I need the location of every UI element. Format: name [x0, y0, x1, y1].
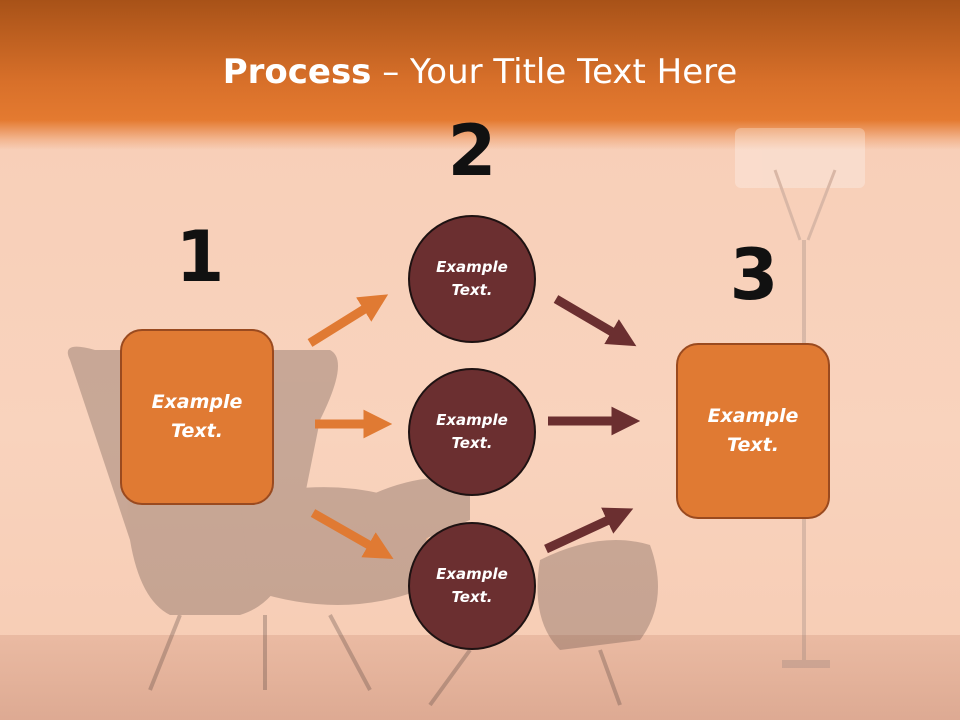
right-box-line2: Text.	[727, 434, 779, 456]
title-bold: Process	[222, 52, 372, 92]
arrow-left-to-circle-3	[310, 509, 394, 560]
circle-2-line1: Example	[436, 411, 508, 429]
slide-title: Process – Your Title Text Here	[0, 52, 960, 92]
left-box-line2: Text.	[171, 420, 223, 442]
right-box-line1: Example	[707, 405, 799, 427]
title-rest: – Your Title Text Here	[371, 52, 738, 92]
header-band	[0, 0, 960, 150]
circle-3-line2: Text.	[451, 588, 493, 606]
circle-3-line1: Example	[436, 565, 508, 583]
circle-1-line1: Example	[436, 258, 508, 276]
circle-1-line2: Text.	[451, 281, 493, 299]
arrow-circle-1-to-right	[553, 295, 637, 347]
arrow-circle-3-to-right	[544, 507, 634, 554]
step-number-1: 1	[175, 216, 225, 298]
arrow-left-to-circle-1	[307, 294, 389, 347]
step-number-3: 3	[729, 234, 779, 316]
circle-2-line2: Text.	[451, 434, 493, 452]
left-box-line1: Example	[151, 391, 243, 413]
step-number-2: 2	[447, 110, 497, 192]
